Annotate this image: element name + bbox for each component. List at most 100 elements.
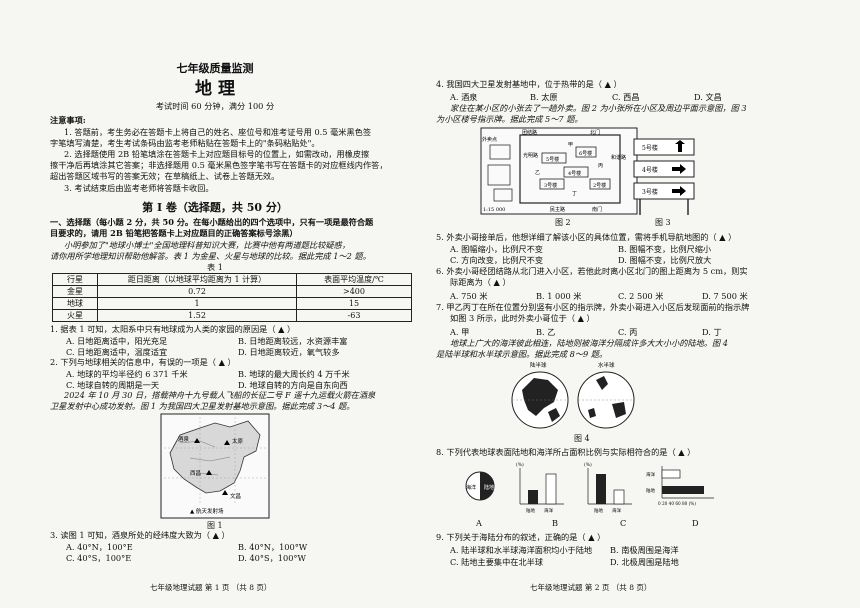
table-cell: >400 — [296, 285, 412, 298]
building-signpost: 5号楼 4号楼 3号楼 — [633, 138, 695, 215]
table-header-cell: 行星 — [52, 273, 98, 286]
q9-option-d: D. 北极周围是陆地 — [610, 557, 679, 567]
notice-header: 注意事项: — [50, 115, 86, 125]
q4-option-a: A. 酒泉 — [450, 92, 478, 102]
context-text: 是陆半球和水半球示意图。据此完成 8～9 题。 — [436, 349, 608, 359]
figure-caption: 图 2 — [555, 218, 571, 227]
q4-option-b: B. 太原 — [530, 92, 558, 102]
map-scale: 1:15 000 — [483, 207, 505, 213]
choice-letter: B — [552, 518, 559, 528]
map-label: 酒泉 — [178, 435, 190, 443]
table-header-cell: 表面平均温度/℃ — [296, 273, 412, 286]
china-launch-sites-map: 酒泉 太原 西昌 文昌 ▲ 航天发射场 — [160, 413, 270, 519]
arrow-right-icon — [672, 164, 686, 174]
figure-caption: 图 4 — [574, 434, 590, 443]
table-cell: 1.52 — [97, 309, 297, 322]
context-text: 为小区楼号指示牌。据此完成 5～7 题。 — [436, 114, 583, 124]
gate-label: 南门 — [592, 206, 602, 213]
subject-title: 地 理 — [195, 79, 235, 99]
sign-label: 4号楼 — [642, 166, 658, 174]
page-footer: 七年级地理试题 第 2 页 （共 8 页） — [530, 583, 652, 592]
figure-caption: 图 1 — [207, 521, 223, 530]
question-6: 6. 外卖小哥经团结路从北门进入小区，若他此时离小区北门的图上距离为 5 cm，… — [436, 266, 748, 276]
q3-option-c: C. 40°S，100°E — [66, 553, 132, 563]
q5-option-a: A. 图幅缩小，比例尺不变 — [450, 244, 543, 254]
context-text: 2024 年 10 月 30 日，搭载神舟十九号载人飞船的长征二号 F 遥十九运… — [64, 390, 376, 400]
building-label: 4号楼 — [568, 170, 581, 177]
question-7-cont: 如图 3 所示，此时外卖小哥位于（ ▲ ） — [450, 313, 595, 323]
map-legend: ▲ 航天发射场 — [190, 507, 224, 515]
table-cell: 15 — [296, 297, 412, 310]
point-label: 甲 — [568, 142, 573, 148]
notice-line: 超出答题区域书写的答案无效；在草稿纸上、试卷上答题无效。 — [50, 171, 280, 181]
q2-option-b: B. 地球的最大周长约 4 万千米 — [238, 369, 350, 379]
pie-label: 海洋 — [466, 484, 476, 491]
context-text: 请你用所学地理知识帮助他解答。表 1 为金星、火星与地球的比较。据此完成 1～2… — [50, 251, 371, 261]
q3-option-a: A. 40°N，100°E — [66, 542, 133, 552]
gate-label: 北门 — [590, 129, 600, 136]
q6-option-c: C. 2 500 米 — [618, 291, 664, 301]
building-label: 6号楼 — [579, 150, 592, 157]
notice-line: 2. 选择题使用 2B 铅笔填涂在答题卡上对应题目标号的位置上，如需改动，用橡皮… — [64, 149, 370, 159]
building-label: 3号楼 — [544, 182, 557, 189]
question-6-cont: 际距离为（ ▲ ） — [450, 277, 511, 287]
axis-label: 海洋 — [544, 507, 553, 514]
axis-label: 陆地 — [526, 507, 535, 514]
q9-option-b: B. 南极周围是海洋 — [610, 545, 679, 555]
point-label: 丙 — [598, 163, 603, 169]
arrow-right-icon — [672, 186, 686, 196]
q1-option-a: A. 日地距离适中，阳光充足 — [66, 336, 168, 346]
section-intro: 目要求的，请用 2B 铅笔把答题卡上对应题目的正确答案标号涂黑） — [50, 228, 298, 238]
option-d-land-bar — [662, 486, 704, 494]
building-label: 2号楼 — [593, 182, 606, 189]
notice-line: 字笔填写清楚，考生考试条码由监考老师粘贴在答题卡上的"条码粘贴处"。 — [50, 138, 320, 148]
sign-label: 3号楼 — [642, 188, 658, 196]
context-text: 卫星发射中心成功发射。图 1 为我国四大卫星发射基地示意图。据此完成 3～4 题… — [50, 401, 355, 411]
axis-ticks: 0 20 40 60 80 (%) — [658, 501, 696, 506]
table-header-row: 行星 距日距离（以地球平均距离为 1 计算） 表面平均温度/℃ — [52, 273, 412, 286]
question-7: 7. 甲乙丙丁在所在位置分别竖有小区的指示牌，外卖小哥进入小区后发现面前的指示牌 — [436, 302, 750, 312]
q1-option-c: C. 日地距离适中，温度适宜 — [66, 347, 168, 357]
context-text: 小明参加了"地球小博士"全国地理科普知识大赛，比赛中他有两道题比较疑惑， — [64, 240, 350, 250]
q3-option-b: B. 40°N，100°W — [238, 542, 308, 552]
table-header-cell: 距日距离（以地球平均距离为 1 计算） — [97, 273, 297, 286]
sign-label: 5号楼 — [642, 144, 658, 152]
point-label: 丁 — [572, 191, 577, 197]
q2-option-c: C. 地球自转的周期是一天 — [66, 380, 160, 390]
axis-label: 海洋 — [646, 471, 655, 478]
launch-site-marker — [206, 470, 212, 475]
table-row: 金星 0.72 >400 — [52, 285, 412, 298]
exam-info: 考试时间 60 分钟，满分 100 分 — [155, 101, 275, 111]
q7-option-b: B. 乙 — [536, 327, 556, 337]
table-cell: 火星 — [52, 309, 98, 322]
notice-line: 1. 答题前，考生务必在答题卡上将自己的姓名、座位号和准考证号用 0.5 毫米黑… — [64, 127, 372, 137]
question-2: 2. 下列与地球相关的信息中，有误的一项是（ ▲ ） — [50, 357, 236, 367]
q4-option-d: D. 文昌 — [694, 92, 722, 102]
q7-option-d: D. 丁 — [702, 327, 722, 337]
q1-option-d: D. 日地距离较近，氧气较多 — [238, 347, 340, 357]
q7-option-c: C. 丙 — [618, 327, 638, 337]
q3-option-d: D. 40°S，100°W — [238, 553, 306, 563]
map-label: 文昌 — [230, 492, 241, 500]
q9-option-a: A. 陆半球和水半球海洋面积均小于陆地 — [450, 545, 593, 555]
q5-option-c: C. 方向改变，比例尺不变 — [450, 255, 544, 265]
launch-site-marker — [194, 438, 200, 443]
hemisphere-label: 陆半球 — [530, 361, 547, 369]
section-intro: 一、选择题（每小题 2 分，共 50 分。在每小题给出的四个选项中，只有一项是最… — [50, 217, 374, 227]
exam-page-2: 4. 我国四大卫星发射基地中，位于热带的是（ ▲ ） A. 酒泉 B. 太原 C… — [430, 0, 860, 608]
axis-label: 陆地 — [646, 487, 655, 494]
option-d-ocean-bar — [661, 469, 681, 479]
q9-option-c: C. 陆地主要集中在北半球 — [450, 557, 544, 567]
q8-choice-figures: 海洋 陆地 (%) 陆地 海洋 (%) 陆地 海洋 海洋 陆地 0 20 40 … — [465, 461, 714, 514]
table-cell: 地球 — [52, 297, 98, 310]
q5-option-b: B. 图幅不变，比例尺缩小 — [618, 244, 712, 254]
table-cell: 0.72 — [97, 285, 297, 298]
question-8: 8. 下列代表地球表面陆地和海洋所占面积比例与实际相符合的是（ ▲ ） — [436, 447, 696, 457]
hemisphere-label: 水半球 — [598, 361, 615, 369]
community-plan-map: 团结路 北门 外卖点 光明路 和谐路 5号楼 6号楼 4号楼 3号楼 2号楼 甲… — [480, 127, 638, 215]
axis-label: 陆地 — [594, 507, 603, 514]
choice-letter: D — [692, 518, 699, 528]
road-label: 团结路 — [522, 129, 537, 136]
exam-title: 七年级质量监测 — [176, 62, 254, 75]
figure-caption: 图 3 — [655, 218, 671, 227]
